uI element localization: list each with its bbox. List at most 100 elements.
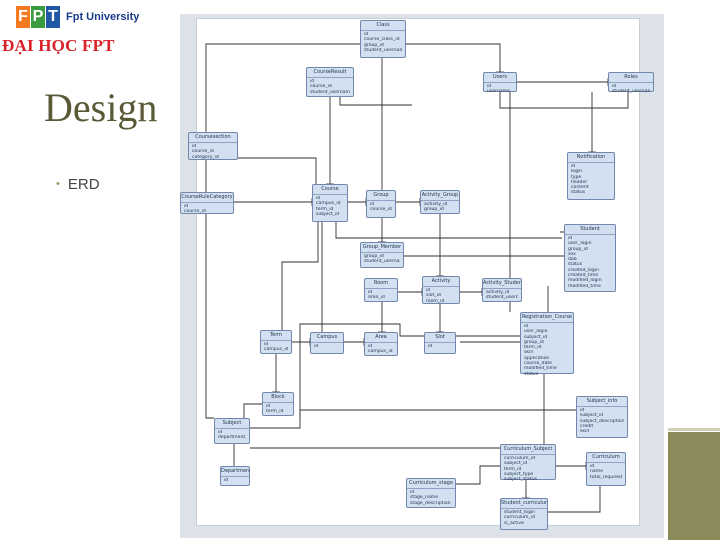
entity-attribute: course_id bbox=[184, 209, 206, 215]
entity-student-curriculum: Student_curriculum student_login curricu… bbox=[500, 498, 548, 530]
entity-curriculum: Curriculum id name total_required_credit bbox=[586, 452, 626, 486]
entity-attribute: created_time bbox=[568, 273, 599, 279]
entity-attribute: term_id bbox=[504, 466, 522, 472]
entity-attribute: campus_id bbox=[316, 201, 341, 207]
entity-attribute: student_username bbox=[310, 89, 350, 95]
bullet-item: •ERD bbox=[56, 176, 100, 193]
entity-attribute: id bbox=[590, 464, 595, 469]
entity-attribute: term_id bbox=[524, 345, 542, 351]
entity-attribute: id bbox=[316, 196, 321, 201]
entity-name: Notification bbox=[568, 153, 614, 163]
entity-attribute: course_date bbox=[524, 361, 553, 367]
entity-attribute: id bbox=[612, 84, 617, 89]
entity-notification: Notification id login type header conten… bbox=[567, 152, 615, 200]
entity-attribute: slot_id bbox=[426, 293, 441, 299]
entity-name: Group_Member bbox=[361, 243, 403, 253]
entity-attribute: course_class_id bbox=[364, 37, 400, 43]
entity-attribute: login bbox=[571, 169, 583, 175]
entity-attribute: id bbox=[524, 324, 529, 329]
entity-courserulecategory: CourseRuleCategory id course_id bbox=[180, 192, 234, 214]
entity-attribute: department_id bbox=[218, 435, 246, 441]
entity-name: Term bbox=[261, 331, 291, 341]
entity-attribute: modified_login bbox=[568, 278, 602, 284]
entity-attribute: campus_id bbox=[368, 349, 393, 355]
entity-name: Slot bbox=[425, 333, 455, 343]
entity-block: Block id term_id bbox=[262, 392, 294, 416]
entity-name: Subject bbox=[215, 419, 249, 429]
entity-attribute: id bbox=[314, 344, 319, 349]
entity-attribute: area_id bbox=[368, 295, 385, 301]
entity-activity-group: Activity_Group activity_id group_id bbox=[420, 190, 460, 214]
entity-attribute: id bbox=[368, 290, 373, 295]
entity-attribute: content bbox=[571, 185, 589, 191]
entity-attribute: status bbox=[571, 190, 586, 196]
entity-attribute: id bbox=[428, 344, 433, 349]
entity-curriculum-stage: Curriculum_stage id stage_name stage_des… bbox=[406, 478, 456, 508]
entity-courseresult: CourseResult id course_id student_userna… bbox=[306, 67, 354, 97]
entity-attribute: id bbox=[580, 408, 585, 413]
entity-name: Curriculum_Subject bbox=[501, 445, 555, 455]
entity-attribute: student_username bbox=[364, 47, 402, 53]
entity-activity-student: Activity_Student activity_id student_use… bbox=[482, 278, 522, 302]
entity-attribute: group_id bbox=[364, 254, 384, 259]
entity-subject-info: Subject_info id subject_id subject_descr… bbox=[576, 396, 628, 438]
entity-name: Registration_Course bbox=[521, 313, 573, 323]
entity-attribute: id bbox=[184, 204, 189, 209]
entity-attribute: group_id bbox=[524, 339, 544, 345]
entity-attribute: group_id bbox=[364, 42, 384, 48]
entity-name: Department bbox=[221, 467, 249, 477]
entity-attribute: credit bbox=[580, 423, 594, 429]
entity-name: CourseRuleCategory bbox=[181, 193, 233, 203]
entity-registration-course: Registration_Course id user_login subjec… bbox=[520, 312, 574, 377]
entity-attribute: id bbox=[368, 344, 373, 349]
entity-attribute: status bbox=[568, 262, 583, 268]
entity-attribute: student_username bbox=[486, 295, 518, 301]
entity-term: Term id campus_id bbox=[260, 330, 292, 354]
entity-name: Activity bbox=[423, 277, 459, 287]
side-accent-block bbox=[668, 432, 720, 540]
entity-attribute: campus_id bbox=[264, 347, 288, 353]
entity-roles: Roles id student_username bbox=[608, 72, 654, 95]
entity-group: Group id course_id bbox=[366, 190, 396, 218]
entity-attribute: dob bbox=[568, 257, 577, 263]
bullet-text: ERD bbox=[67, 176, 100, 193]
entity-attribute: sex bbox=[568, 251, 576, 257]
entity-name: Room bbox=[365, 279, 397, 289]
entity-name: Curriculum_stage bbox=[407, 479, 455, 489]
entity-attribute: course_id bbox=[192, 149, 214, 155]
entity-attribute: student_username bbox=[612, 89, 650, 95]
entity-campus: Campus id bbox=[310, 332, 344, 354]
entity-name: Group bbox=[367, 191, 395, 201]
entity-group-member: Group_Member group_id student_username bbox=[360, 242, 404, 268]
entity-attribute: subject_id bbox=[316, 211, 340, 217]
entity-attribute: student_login bbox=[504, 510, 536, 515]
side-accent-line bbox=[668, 428, 720, 431]
entity-name: CourseResult bbox=[307, 68, 353, 78]
entity-attribute: activity_id bbox=[424, 202, 448, 207]
entity-attribute: user_login bbox=[568, 241, 592, 247]
entity-attribute: curriculum_id bbox=[504, 456, 535, 461]
fpt-letter-p: P bbox=[31, 6, 45, 28]
entity-attribute: id bbox=[370, 202, 375, 207]
fpt-mark: F P T bbox=[16, 6, 60, 30]
entity-class: Class id course_class_id group_id studen… bbox=[360, 20, 406, 58]
entity-attribute: type bbox=[571, 174, 582, 180]
entity-name: Course bbox=[313, 185, 347, 195]
entity-attribute: id bbox=[218, 430, 223, 435]
fpt-letter-f: F bbox=[16, 6, 30, 28]
entity-attribute: subject_status bbox=[504, 477, 538, 483]
entity-name: Area bbox=[365, 333, 397, 343]
entity-attribute: curriculum_id bbox=[504, 515, 535, 521]
entity-coursesection: Coursesection id course_id category_id bbox=[188, 132, 238, 160]
entity-attribute: id bbox=[426, 288, 431, 293]
entity-name: Coursesection bbox=[189, 133, 237, 143]
entity-attribute: username bbox=[487, 89, 510, 95]
entity-attribute: subject_description bbox=[580, 418, 624, 424]
entity-attribute: course_id bbox=[370, 207, 392, 213]
entity-attribute: stage_name bbox=[410, 495, 439, 501]
entity-name: Users bbox=[484, 73, 516, 83]
entity-name: Activity_Student bbox=[483, 279, 521, 289]
university-name: Fpt University bbox=[66, 11, 140, 23]
entity-attribute: id bbox=[224, 478, 229, 483]
entity-attribute: room_id bbox=[426, 298, 445, 304]
